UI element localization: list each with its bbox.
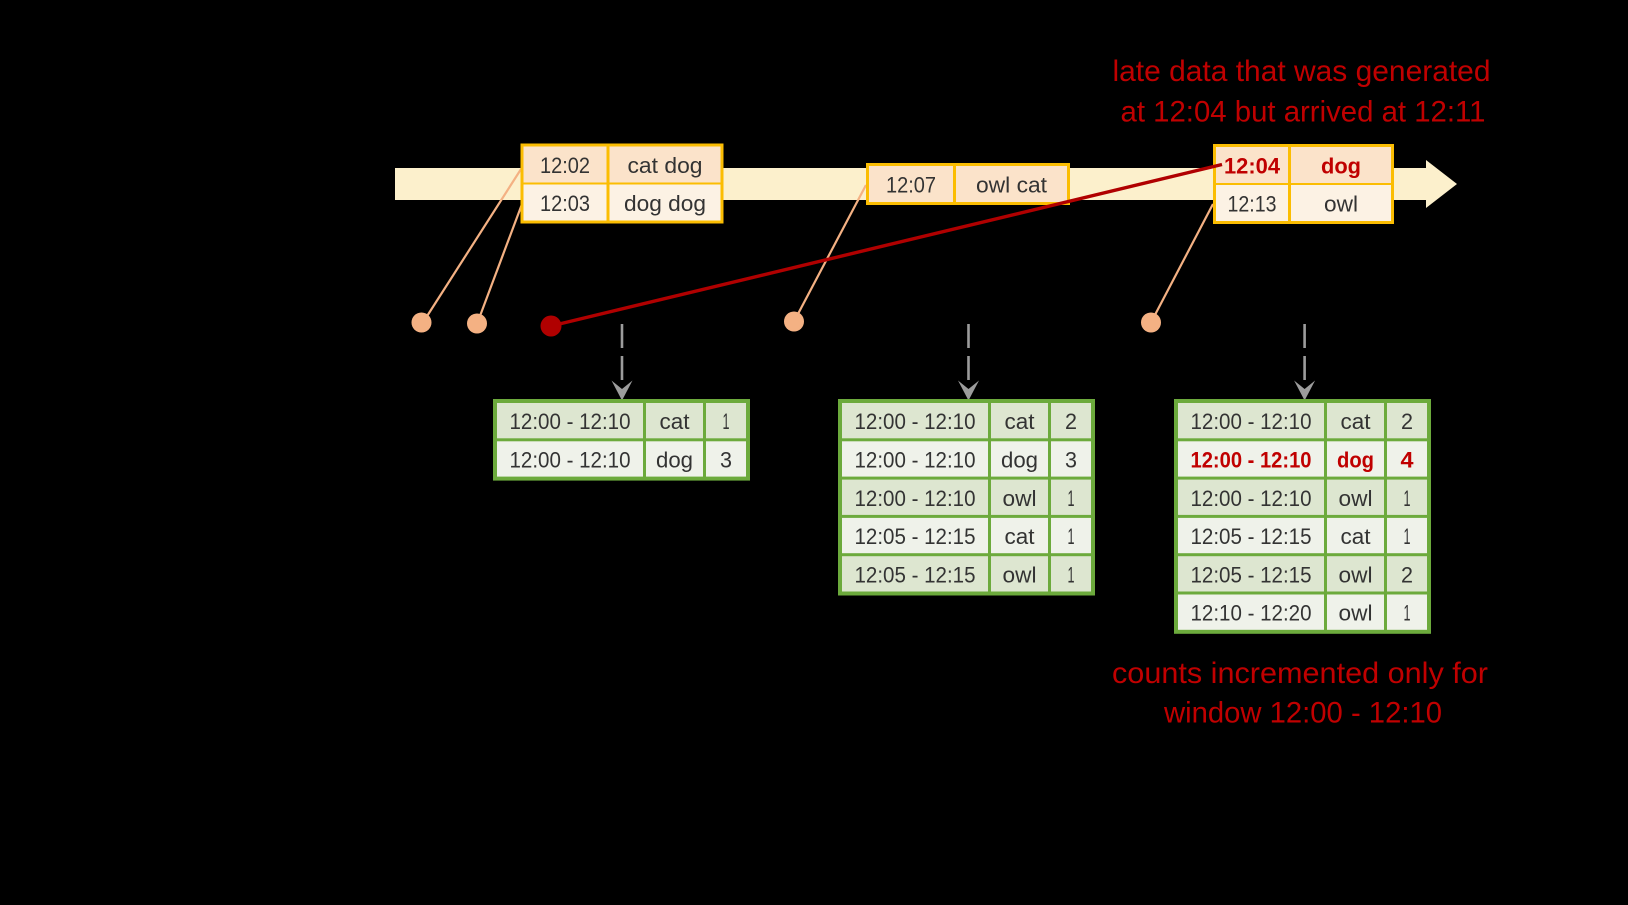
svg-text:2: 2 <box>1401 409 1413 434</box>
svg-text:12:04: 12:04 <box>1224 154 1280 179</box>
svg-text:3: 3 <box>1065 447 1077 472</box>
svg-text:12:00 - 12:10: 12:00 - 12:10 <box>1191 486 1312 511</box>
svg-text:12:00 - 12:10: 12:00 - 12:10 <box>510 447 631 472</box>
svg-text:cat: cat <box>660 409 691 434</box>
svg-text:owl: owl <box>1324 192 1358 217</box>
svg-text:1: 1 <box>723 409 730 434</box>
svg-text:cat: cat <box>1005 409 1036 434</box>
svg-text:12:00 - 12:10: 12:00 - 12:10 <box>1191 409 1312 434</box>
svg-text:cat: cat <box>1005 524 1036 549</box>
svg-text:12:07: 12:07 <box>886 173 936 198</box>
svg-text:2: 2 <box>1065 409 1077 434</box>
svg-text:12:05 - 12:15: 12:05 - 12:15 <box>1191 524 1312 549</box>
svg-text:12:00 - 12:10: 12:00 - 12:10 <box>510 409 631 434</box>
svg-text:dog: dog <box>1001 447 1038 472</box>
svg-text:owl: owl <box>1339 601 1373 626</box>
svg-text:owl: owl <box>1003 486 1037 511</box>
svg-text:3: 3 <box>720 447 732 472</box>
svg-text:late data that was generated: late data that was generated <box>1113 55 1491 88</box>
svg-text:1: 1 <box>1404 524 1411 549</box>
svg-text:12:02: 12:02 <box>540 153 590 178</box>
svg-text:1: 1 <box>1068 562 1075 587</box>
svg-text:1: 1 <box>1404 601 1411 626</box>
svg-text:4: 4 <box>1401 447 1415 472</box>
svg-text:12:03: 12:03 <box>540 191 590 216</box>
svg-text:12:13: 12:13 <box>1228 192 1277 217</box>
svg-text:counts incremented only for: counts incremented only for <box>1112 657 1488 690</box>
svg-text:dog: dog <box>1321 154 1361 179</box>
svg-text:1: 1 <box>1068 486 1075 511</box>
svg-text:dog: dog <box>656 447 693 472</box>
svg-text:1: 1 <box>1068 524 1075 549</box>
svg-text:owl: owl <box>1003 562 1037 587</box>
svg-text:2: 2 <box>1401 562 1413 587</box>
svg-text:12:05 - 12:15: 12:05 - 12:15 <box>1191 562 1312 587</box>
svg-text:cat dog: cat dog <box>628 153 703 178</box>
svg-text:owl: owl <box>1339 486 1373 511</box>
svg-text:at 12:04 but arrived at 12:11: at 12:04 but arrived at 12:11 <box>1121 96 1486 129</box>
svg-text:12:00 - 12:10: 12:00 - 12:10 <box>855 447 976 472</box>
svg-text:window 12:00 - 12:10: window 12:00 - 12:10 <box>1163 697 1442 730</box>
svg-text:12:00 - 12:10: 12:00 - 12:10 <box>855 409 976 434</box>
svg-text:owl: owl <box>1339 562 1373 587</box>
svg-text:12:05 - 12:15: 12:05 - 12:15 <box>855 562 976 587</box>
svg-text:cat: cat <box>1341 409 1372 434</box>
svg-text:dog dog: dog dog <box>624 191 706 216</box>
svg-text:12:10 - 12:20: 12:10 - 12:20 <box>1191 601 1312 626</box>
svg-text:cat: cat <box>1341 524 1372 549</box>
svg-text:dog: dog <box>1337 447 1374 472</box>
svg-text:1: 1 <box>1404 486 1411 511</box>
svg-text:12:05 - 12:15: 12:05 - 12:15 <box>855 524 976 549</box>
svg-text:12:00 - 12:10: 12:00 - 12:10 <box>855 486 976 511</box>
svg-text:12:00 - 12:10: 12:00 - 12:10 <box>1191 447 1312 472</box>
svg-text:owl cat: owl cat <box>976 173 1048 198</box>
